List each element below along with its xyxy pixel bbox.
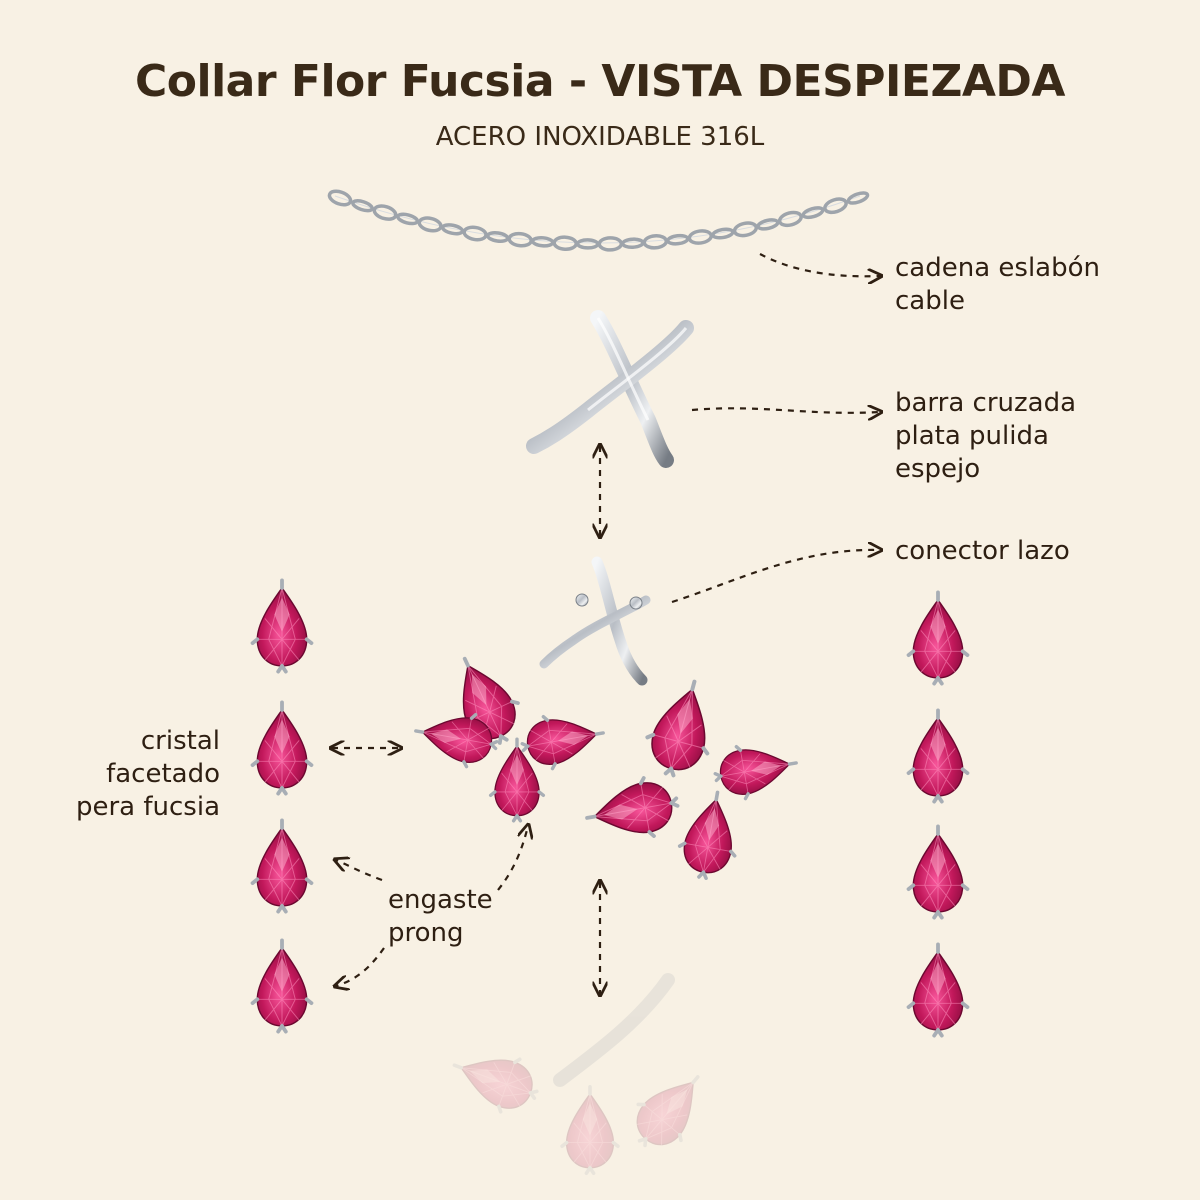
- arrow-dashed-icon: [759, 253, 880, 276]
- pear-crystal-icon: [906, 824, 970, 920]
- chain-link: [327, 189, 353, 207]
- label-line: pera fucsia: [75, 792, 220, 822]
- chain-link: [552, 235, 578, 251]
- chain-link: [801, 206, 825, 220]
- reflection-ghost: [443, 973, 721, 1175]
- pear-crystal-icon: [250, 938, 314, 1034]
- label-line: engaste: [388, 885, 493, 915]
- label-line: cadena eslabón: [895, 253, 1100, 283]
- label-line: plata pulida: [895, 421, 1049, 451]
- label-line: prong: [388, 918, 464, 948]
- page-title: Collar Flor Fucsia - VISTA DESPIEZADA: [135, 56, 1065, 107]
- chain-link: [756, 218, 780, 231]
- chain-link: [732, 221, 758, 238]
- label-line: espejo: [895, 454, 981, 484]
- chain-link: [621, 237, 645, 249]
- chain-link: [777, 210, 803, 228]
- arrow-dashed-icon: [497, 826, 528, 891]
- crystal-column-right: [906, 590, 970, 1038]
- label-line: conector lazo: [895, 536, 1070, 566]
- crossed-bar-icon: [526, 310, 694, 468]
- flower-pendant: [409, 644, 803, 885]
- label-crystal: cristal facetado pera fucsia: [20, 725, 220, 824]
- chain-link: [462, 225, 488, 242]
- arrow-dashed-icon: [336, 947, 385, 986]
- chain-link: [396, 212, 420, 226]
- chain-link: [597, 236, 624, 252]
- pear-crystal-icon: [250, 578, 314, 674]
- bow-connector-icon: [539, 556, 651, 686]
- arrow-dashed-icon: [671, 550, 880, 604]
- page-subtitle: ACERO INOXIDABLE 316L: [435, 122, 765, 152]
- arrow-dashed-icon: [691, 408, 880, 413]
- pear-crystal-icon: [906, 708, 970, 804]
- chain-link: [711, 227, 735, 240]
- crystal-column-left: [250, 578, 314, 1034]
- chain-link: [575, 238, 600, 250]
- label-line: barra cruzada: [895, 388, 1077, 418]
- chain-link: [351, 199, 374, 213]
- cable-chain-icon: [327, 189, 870, 252]
- label-prong-setting: engaste prong: [388, 884, 493, 950]
- arrow-dashed-icon: [336, 860, 383, 882]
- pear-crystal-icon: [250, 818, 314, 914]
- chain-link: [372, 204, 398, 221]
- label-chain: cadena eslabón cable: [895, 252, 1100, 318]
- label-connector: conector lazo: [895, 535, 1070, 568]
- label-line: cristal facetado: [106, 726, 220, 789]
- chain-link: [441, 223, 465, 236]
- chain-link: [417, 216, 443, 233]
- pear-crystal-icon: [906, 590, 970, 686]
- label-crossed-bar: barra cruzada plata pulida espejo: [895, 387, 1076, 486]
- label-line: cable: [895, 286, 965, 316]
- chain-link: [823, 197, 848, 215]
- chain-link: [687, 229, 713, 245]
- chain-link: [846, 191, 870, 205]
- callout-arrows: [332, 253, 880, 994]
- pear-crystal-icon: [250, 700, 314, 796]
- pear-crystal-icon: [906, 942, 970, 1038]
- chain-link: [486, 231, 510, 243]
